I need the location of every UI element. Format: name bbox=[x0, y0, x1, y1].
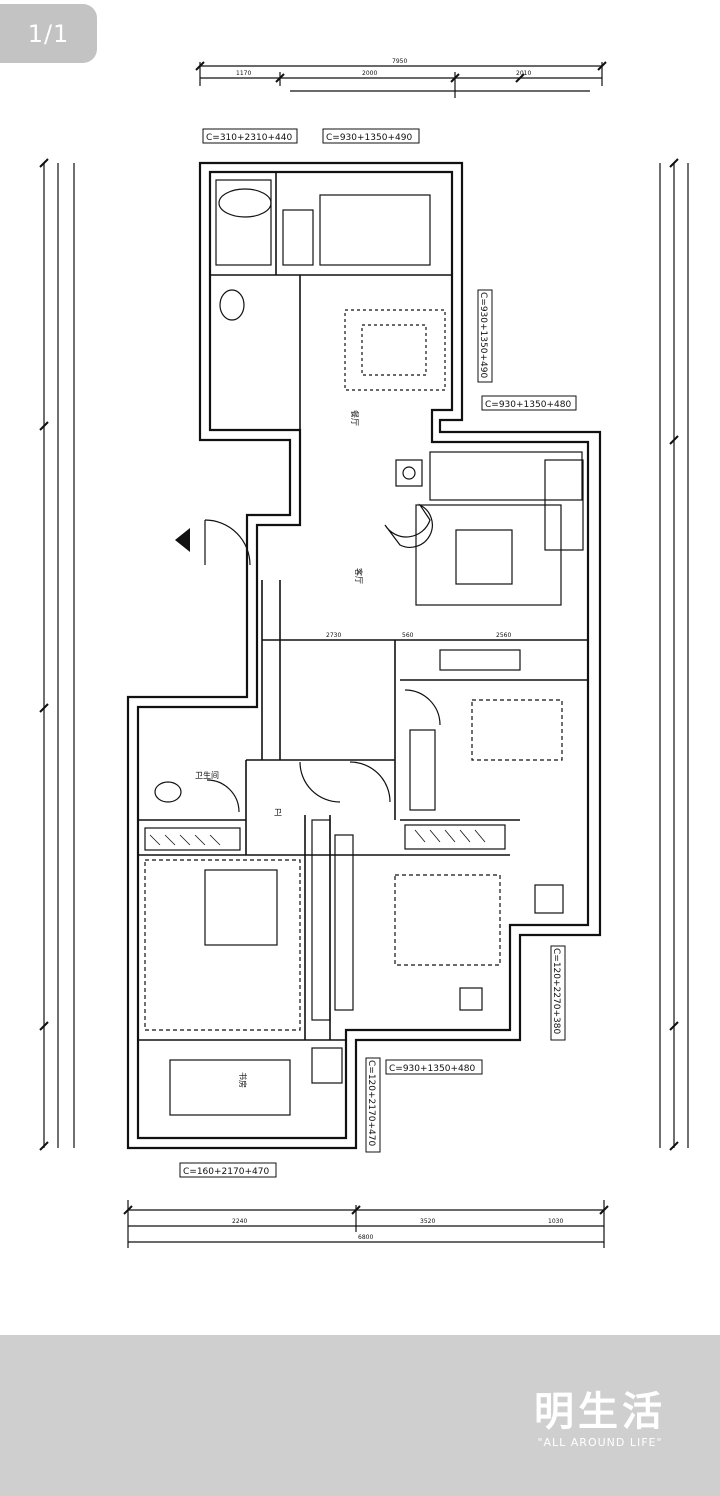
dim-bottom-seg-1: 2240 bbox=[232, 1218, 247, 1225]
floor-plan-drawing[interactable]: C=310+2310+440 C=930+1350+490 C=930+1350… bbox=[0, 0, 720, 1335]
window-label-bedroom-right-side: C=120+2270+380 bbox=[551, 948, 561, 1034]
dim-bottom-seg-2: 3520 bbox=[420, 1218, 435, 1225]
window-label-balcony-side: C=120+2170+470 bbox=[366, 1060, 376, 1146]
dim-mid-2: 560 bbox=[402, 632, 414, 639]
dim-top-seg-1: 1170 bbox=[236, 70, 251, 77]
window-label-bedroom-bottom: C=930+1350+480 bbox=[389, 1064, 475, 1074]
brand-logo-name: 明生活 bbox=[534, 1389, 666, 1435]
dim-mid-1: 2730 bbox=[326, 632, 341, 639]
image-viewer[interactable]: C=310+2310+440 C=930+1350+490 C=930+1350… bbox=[0, 0, 720, 1335]
room-label-toilet: 卫生间 bbox=[195, 770, 219, 780]
window-label-dining-side: C=930+1350+490 bbox=[478, 292, 488, 378]
room-label-dining: 餐厅 bbox=[350, 410, 359, 426]
page-counter: 1/1 bbox=[0, 4, 97, 63]
brand-logo-tagline: "ALL AROUND LIFE" bbox=[537, 1436, 663, 1449]
dim-mid-3: 2560 bbox=[496, 632, 511, 639]
bottom-bar bbox=[0, 1335, 720, 1496]
room-label-living: 客厅 bbox=[354, 568, 364, 584]
window-label-bedroom-bottom-left: C=160+2170+470 bbox=[183, 1167, 269, 1177]
dim-top-seg-3: 2010 bbox=[516, 70, 531, 77]
room-label-bathroom: 卫 bbox=[274, 808, 282, 817]
dim-top-seg-2: 2000 bbox=[362, 70, 377, 77]
entrance-arrow-icon bbox=[175, 528, 190, 552]
window-label-kitchen-top-left: C=310+2310+440 bbox=[206, 133, 292, 143]
dim-bottom-seg-3: 1030 bbox=[548, 1218, 563, 1225]
dim-bottom-total: 6800 bbox=[358, 1234, 373, 1241]
window-label-living-side: C=930+1350+480 bbox=[485, 400, 571, 410]
dim-top-total: 7950 bbox=[392, 58, 407, 65]
window-label-kitchen-top-right: C=930+1350+490 bbox=[326, 133, 412, 143]
brand-watermark: 明生活 "ALL AROUND LIFE" bbox=[520, 1390, 680, 1449]
room-label-study: 书房 bbox=[238, 1072, 248, 1088]
